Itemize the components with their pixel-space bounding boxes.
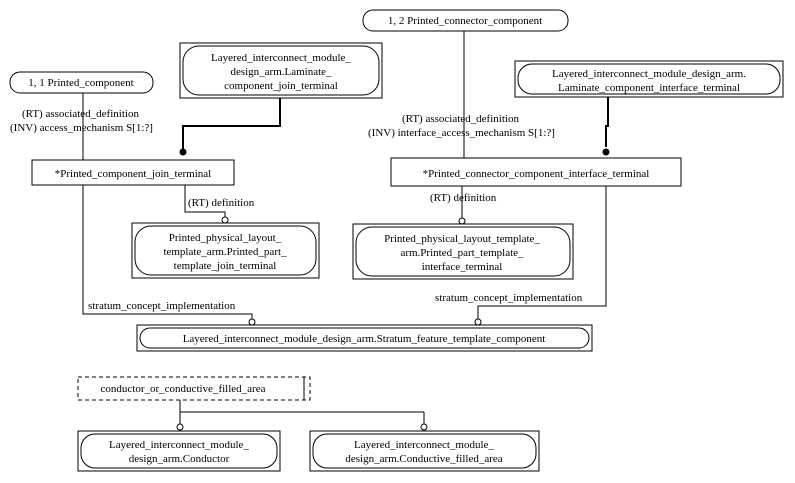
select-conductor-or-conductive-filled-area — [77, 376, 311, 401]
entity-stratum-feature-template-component-inner — [139, 327, 590, 349]
ref-printed-component-label: 1, 1 Printed_component — [28, 77, 133, 89]
supertype-line-interface-terminal — [605, 97, 609, 147]
laminate-interface-terminal-line-1: Layered_interconnect_module_design_arm. — [552, 68, 746, 80]
entity-laminate-interface-terminal-inner — [517, 63, 781, 95]
supertype-end-interface-terminal — [602, 148, 610, 156]
template-join-terminal-line-2: template_arm.Printed_part_ — [163, 246, 287, 258]
entity-printed-component-join-terminal — [31, 159, 235, 186]
label-left-definition: (RT) definition — [188, 197, 255, 209]
entity-laminate-join-terminal-inner — [182, 45, 380, 96]
supertype-line-join-terminal — [182, 98, 281, 149]
template-join-terminal-line-1: Printed_physical_layout_ — [169, 232, 282, 244]
ref-printed-connector-component-label: 1, 2 Printed_connector_component — [388, 15, 542, 27]
printed-component-join-terminal-label: *Printed_component_join_terminal — [55, 168, 211, 180]
end-circle-join-definition — [221, 216, 229, 224]
laminate-join-terminal-line-3: component_join_terminal — [224, 80, 338, 92]
ref-printed-component — [9, 71, 154, 94]
stratum-feature-template-component-label: Layered_interconnect_module_design_arm.S… — [183, 333, 546, 345]
entity-printed-part-template-interface-terminal-inner — [355, 226, 571, 277]
printed-connector-interface-terminal-label: *Printed_connector_component_interface_t… — [423, 168, 650, 180]
entity-printed-part-template-join-terminal-inner — [134, 225, 317, 276]
label-right-definition: (RT) definition — [430, 192, 497, 204]
template-interface-terminal-line-3: interface_terminal — [422, 261, 503, 273]
end-circle-right-stratum-concept — [474, 318, 482, 326]
laminate-interface-terminal-line-2: Laminate_component_interface_terminal — [558, 82, 740, 94]
entity-conductor-inner — [80, 433, 278, 469]
label-left-associated-definition: (RT) associated_definition — [22, 108, 139, 120]
label-right-stratum-concept-implementation: stratum_concept_implementation — [435, 292, 583, 304]
supertype-end-join-terminal — [179, 148, 187, 156]
label-right-interface-access-mechanism: (INV) interface_access_mechanism S[1:?] — [368, 127, 555, 139]
connector-left-stratum-concept — [82, 185, 253, 319]
laminate-join-terminal-line-2: design_arm.Laminate_ — [230, 66, 332, 78]
laminate-join-terminal-line-1: Layered_interconnect_module_ — [211, 52, 351, 64]
end-circle-conductive-area — [420, 423, 428, 431]
label-left-stratum-concept-implementation: stratum_concept_implementation — [88, 300, 236, 312]
select-conductor-or-conductive-filled-area-label: conductor_or_conductive_filled_area — [101, 383, 266, 395]
conductive-filled-area-line-1: Layered_interconnect_module_ — [354, 439, 494, 451]
select-branch-line — [179, 400, 424, 413]
conductor-line-1: Layered_interconnect_module_ — [109, 439, 249, 451]
end-circle-left-stratum-concept — [248, 318, 256, 326]
end-circle-interface-definition — [458, 217, 466, 225]
entity-printed-connector-interface-terminal — [390, 157, 682, 187]
end-circle-conductor — [176, 423, 184, 431]
template-join-terminal-line-3: template_join_terminal — [174, 260, 277, 272]
connector-join-definition — [184, 185, 226, 217]
label-right-associated-definition: (RT) associated_definition — [402, 113, 519, 125]
ref-printed-connector-component — [362, 9, 569, 32]
connector-right-stratum-concept — [477, 186, 607, 319]
conductive-filled-area-line-2: design_arm.Conductive_filled_area — [345, 453, 502, 465]
template-interface-terminal-line-2: arm.Printed_part_template_ — [400, 247, 524, 259]
conductor-line-2: design_arm.Conductor — [129, 453, 230, 465]
label-left-access-mechanism: (INV) access_mechanism S[1:?] — [10, 122, 153, 134]
template-interface-terminal-line-1: Printed_physical_layout_template_ — [384, 233, 540, 245]
entity-conductive-filled-area-inner — [312, 433, 537, 469]
